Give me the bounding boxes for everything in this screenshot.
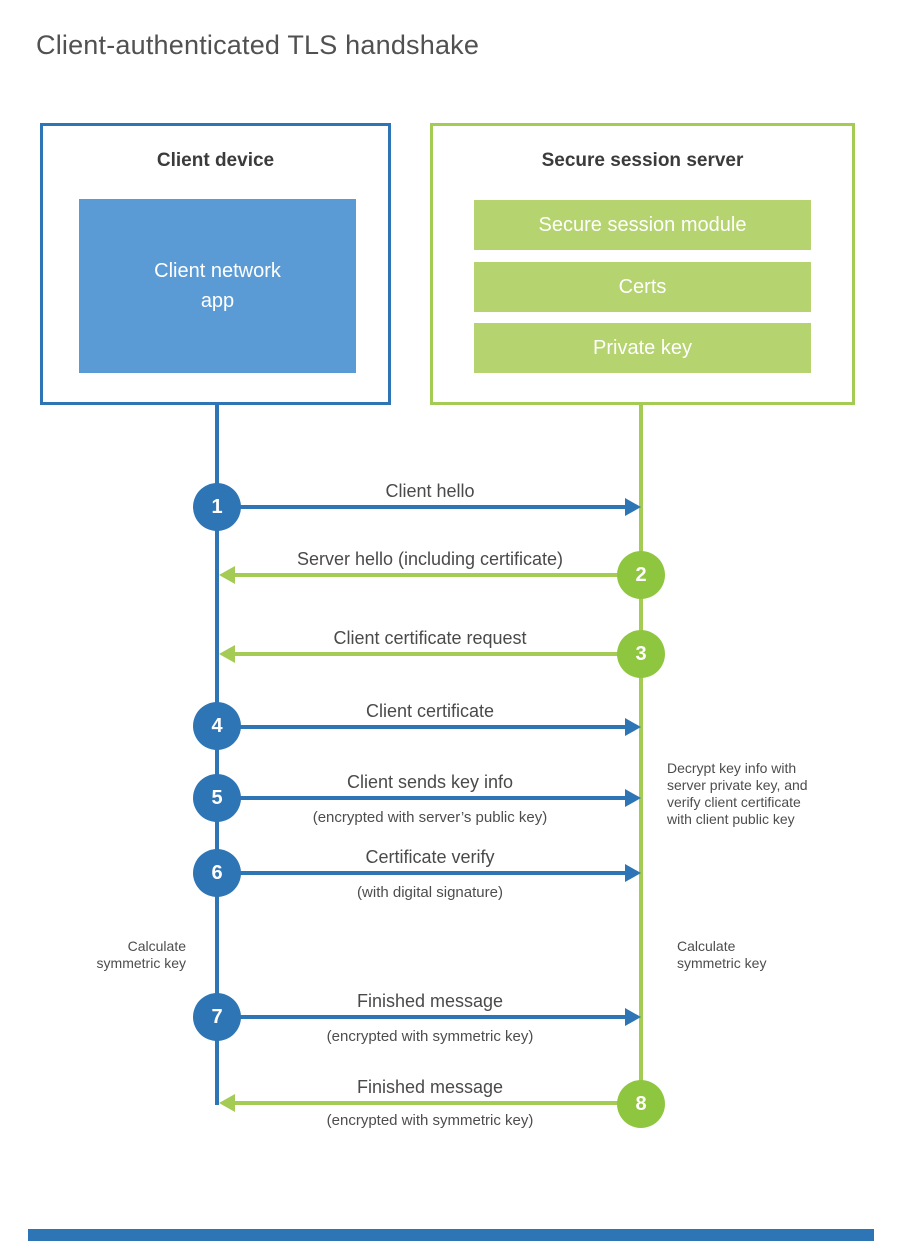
arrow-left-icon [219,566,235,584]
message-arrow-shaft [218,725,625,729]
server-module-label: Private key [593,336,692,359]
arrow-left-icon [219,1094,235,1112]
message-label: Server hello (including certificate) [296,549,564,569]
message-arrow-shaft [218,796,625,800]
arrow-left-icon [219,645,235,663]
client-device-box: Client device Client network app [40,123,391,405]
arrow-right-icon [625,718,641,736]
message-label: Certificate verify [365,847,495,867]
client-lifeline [215,405,219,1105]
step-circle-3: 3 [617,630,665,678]
step-circle-7: 7 [193,993,241,1041]
step-circle-1: 1 [193,483,241,531]
server-module-label: Certs [618,275,667,298]
footer-accent-rule [28,1229,874,1241]
client-network-app-box: Client network app [79,199,356,373]
client-network-app-label: Client network app [154,260,281,312]
arrow-right-icon [625,1008,641,1026]
decrypt-key-note: Decrypt key info with server private key… [667,760,808,827]
page-title: Client-authenticated TLS handshake [36,30,480,60]
message-label: Finished message [356,1077,504,1097]
message-arrow-shaft [235,573,641,577]
message-sublabel: (encrypted with symmetric key) [326,1028,534,1045]
message-label: Client sends key info [346,772,514,792]
message-arrow-shaft [218,1015,625,1019]
message-arrow-shaft [218,505,625,509]
step-circle-6: 6 [193,849,241,897]
step-circle-5: 5 [193,774,241,822]
step-circle-4: 4 [193,702,241,750]
message-sublabel: (encrypted with server’s public key) [312,809,548,826]
message-label: Client hello [385,481,475,501]
server-module-secure-session-module: Secure session module [474,200,811,250]
arrow-right-icon [625,498,641,516]
server-module-private-key: Private key [474,323,811,373]
message-label: Client certificate [365,701,495,721]
message-sublabel: (with digital signature) [357,884,503,901]
secure-session-server-header: Secure session server [541,150,744,171]
arrow-right-icon [625,789,641,807]
server-module-certs: Certs [474,262,811,312]
arrow-right-icon [625,864,641,882]
step-circle-2: 2 [617,551,665,599]
server-module-label: Secure session module [538,213,747,236]
server-lifeline [639,405,643,1104]
step-circle-8: 8 [617,1080,665,1128]
calculate-symmetric-key-note-server: Calculate symmetric key [677,938,767,971]
message-sublabel: (encrypted with symmetric key) [326,1112,534,1129]
client-device-header: Client device [156,150,275,171]
message-arrow-shaft [235,652,641,656]
message-arrow-shaft [218,871,625,875]
secure-session-server-box: Secure session server Secure session mod… [430,123,855,405]
calculate-symmetric-key-note-client: Calculate symmetric key [96,938,186,971]
message-label: Client certificate request [333,628,527,648]
message-label: Finished message [356,991,504,1011]
message-arrow-shaft [235,1101,641,1105]
